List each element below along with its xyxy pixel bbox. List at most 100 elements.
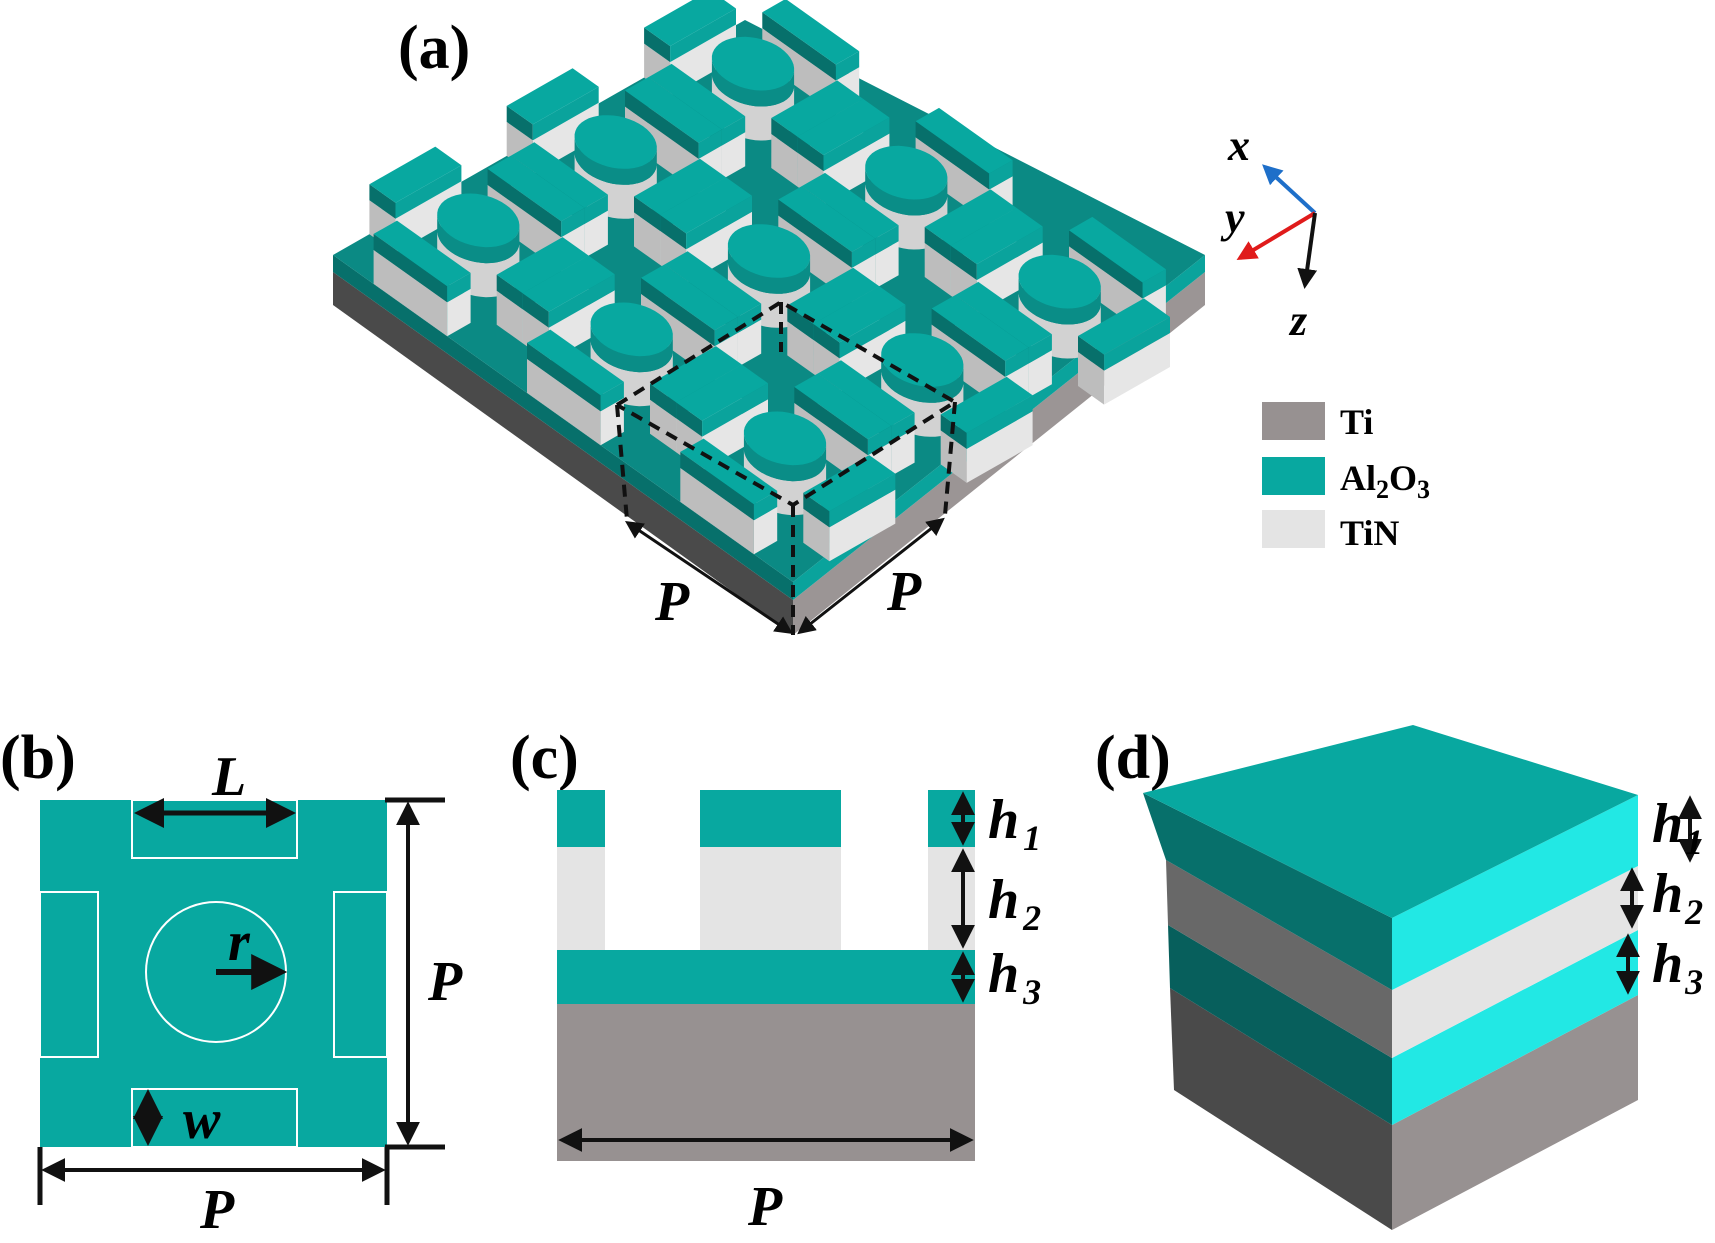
- al2o3-cap-top-face: [660, 177, 752, 234]
- al2o3-cap-left-face: [787, 305, 814, 340]
- al2o3-cap-top-face: [762, 0, 860, 65]
- al2o3-cap-left-face: [1078, 336, 1105, 371]
- al2o3-cap-top-face: [373, 220, 471, 287]
- al2o3-cap-right-face: [1142, 269, 1166, 299]
- period-arrow-left: [625, 520, 793, 635]
- al2o3-cap-left-face: [813, 323, 840, 359]
- al2o3-cap-top-face: [787, 267, 880, 324]
- tin-bar-right-face: [1104, 333, 1170, 405]
- bar-right-outline: [333, 891, 388, 1058]
- al2o3-cap-left-face: [762, 12, 836, 81]
- al2o3-cap-left-face: [487, 168, 562, 238]
- al2o3-cap-top-face: [924, 189, 1017, 246]
- al2o3-cap-right-face: [561, 207, 585, 238]
- legend-label-ti: Ti: [1340, 402, 1373, 442]
- tin-bar-left-face: [496, 290, 523, 344]
- al2o3-cap-left-face: [641, 277, 715, 347]
- tin-left-face: [1166, 860, 1392, 1058]
- period-label: P: [747, 1176, 783, 1238]
- al2o3-cap-top-face: [813, 286, 906, 343]
- al2o3-cap-top-face: [797, 99, 890, 156]
- al2o3-cap-left-face: [660, 214, 687, 250]
- h2-label: h2: [1652, 863, 1703, 932]
- al2o3-cap-left-face: [650, 383, 677, 419]
- al2o3-disk-side: [881, 355, 964, 403]
- y-axis-arrow: [1236, 211, 1317, 261]
- al2o3-disk-top: [865, 145, 948, 200]
- al2o3-cap-top-face: [1069, 216, 1166, 283]
- al2o3-cap-right-face: [829, 473, 896, 528]
- tin-pillar-center: [700, 847, 841, 950]
- al2o3-cap-right-face: [835, 51, 860, 81]
- al2o3-cap-left-face: [1069, 230, 1143, 299]
- al2o3-top-left-face: [1143, 793, 1392, 990]
- al2o3-cap-left-face: [676, 402, 703, 437]
- z-axis-label: z: [1288, 296, 1307, 345]
- al2o3-cap-top-face: [644, 0, 736, 47]
- al2o3-cap-right-face: [851, 238, 876, 268]
- al2o3-cap-top-face: [1078, 298, 1170, 355]
- period-label-right: P: [886, 561, 922, 623]
- tin-bar-left-face: [787, 321, 814, 374]
- tin-bar-left-face: [634, 212, 661, 265]
- metasurface-array-3d: [333, 0, 1205, 635]
- h1-label: h1: [1652, 793, 1703, 862]
- al2o3-cap-right-face: [867, 425, 892, 456]
- legend-swatch-ti: [1262, 402, 1325, 440]
- al2o3-cap-left-face: [634, 196, 661, 231]
- al2o3-cap-right: [928, 790, 975, 847]
- al2o3-cap-right-face: [1005, 347, 1029, 377]
- al2o3-disk-side: [711, 59, 795, 107]
- tin-bar-right-face: [721, 132, 746, 180]
- al2o3-cap-top-face: [794, 373, 892, 440]
- al2o3-cap-top-face: [487, 155, 585, 222]
- al2o3-cap-right-face: [989, 160, 1013, 190]
- al2o3-disk-side: [437, 216, 520, 264]
- al2o3-cap-right-face: [702, 383, 768, 437]
- y-axis-label: y: [1220, 193, 1245, 242]
- al2o3-cap-left-face: [771, 118, 798, 153]
- al2o3-disk-top: [881, 333, 964, 387]
- al2o3-cap-left-face: [797, 136, 824, 172]
- al2o3-cap-top-face: [940, 376, 1033, 433]
- h3-label: h3: [1652, 933, 1703, 1002]
- ti-right-face: [1392, 995, 1638, 1230]
- al2o3-cap-right-face: [395, 165, 462, 219]
- al2o3-cap-right-face: [1104, 317, 1170, 371]
- al2o3-cap-right-face: [875, 225, 899, 255]
- al2o3-cap-left-face: [950, 245, 977, 281]
- al2o3-disk-top: [743, 411, 827, 466]
- al2o3-cap-right-face: [447, 272, 471, 303]
- al2o3-disk-side: [865, 168, 948, 216]
- bar-bottom-outline: [131, 1088, 298, 1148]
- al2o3-top-face: [1143, 725, 1638, 918]
- al2o3-cap-left-face: [794, 386, 868, 456]
- al2o3-cap-top-face: [955, 281, 1052, 348]
- al2o3-disk-top: [574, 115, 657, 169]
- al2o3-cap-right-face: [600, 381, 624, 412]
- al2o3-spacer: [557, 950, 975, 1004]
- al2o3-disk-side: [574, 137, 657, 185]
- al2o3-cap-top-face: [650, 346, 742, 403]
- unit-cell-outline: [615, 299, 959, 635]
- substrate-al2o3-left-face: [333, 255, 793, 600]
- al2o3-cap-right-face: [670, 8, 736, 63]
- al2o3-disk-side: [727, 246, 811, 294]
- tin-bar-left-face: [924, 243, 951, 296]
- tin-bar-right-face: [584, 210, 608, 258]
- al2o3-cap-right-face: [1028, 334, 1052, 364]
- al2o3-disk-side: [590, 325, 673, 373]
- al2o3-cap-left-face: [373, 233, 448, 303]
- al2o3-cap-left: [557, 790, 605, 847]
- al2o3-cap-top-face: [915, 107, 1013, 174]
- al2o3-cap-top-face: [771, 80, 864, 137]
- period-label-horizontal: P: [199, 1179, 235, 1238]
- legend-label-tin: TiN: [1340, 513, 1399, 553]
- al2o3-cap-left-face: [924, 227, 951, 262]
- al2o3-cap-left-face: [369, 184, 396, 219]
- al2o3-cap-top-face: [778, 186, 876, 252]
- period-label-vertical: P: [427, 951, 463, 1013]
